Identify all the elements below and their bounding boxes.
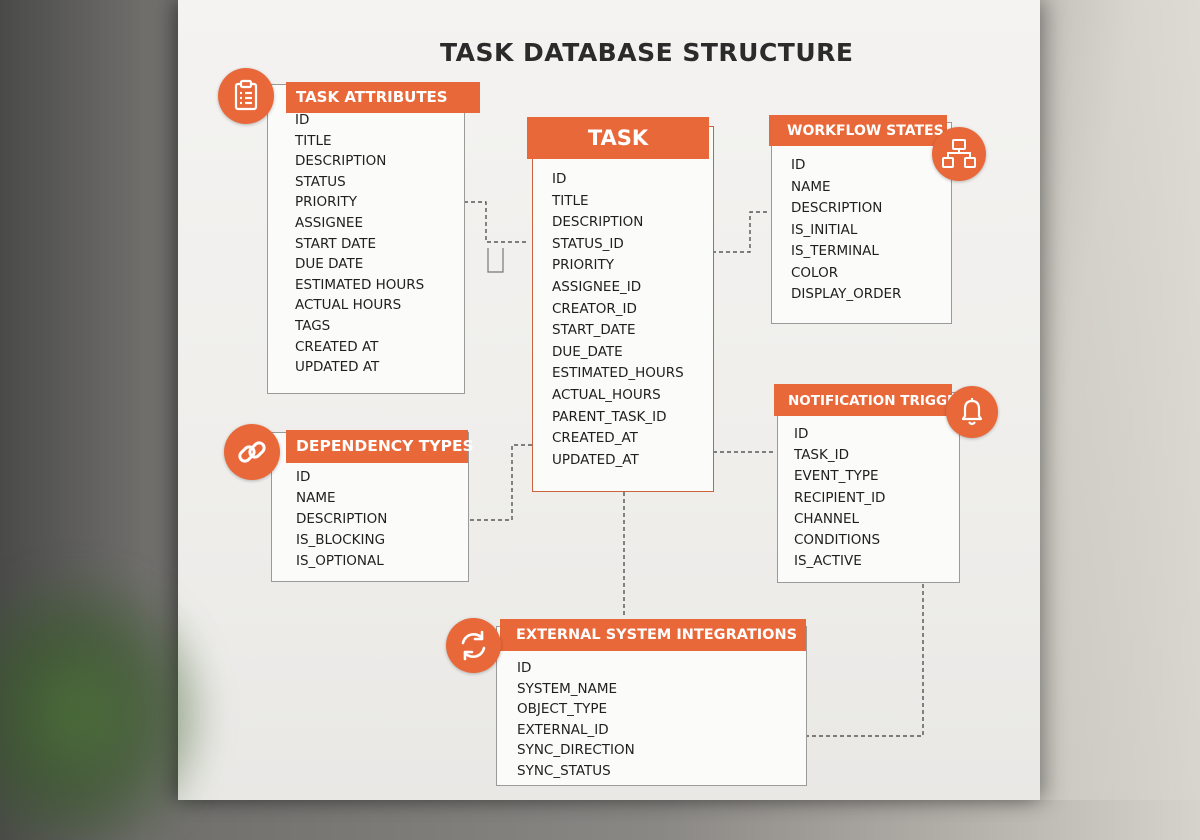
entity-header: NOTIFICATION TRIGGERS <box>774 384 976 416</box>
field: DISPLAY_ORDER <box>791 286 902 302</box>
field: DUE_DATE <box>552 343 623 360</box>
field: IS_TERMINAL <box>791 243 879 259</box>
entity-title: NOTIFICATION TRIGGERS <box>788 393 977 409</box>
field: ASSIGNEE_ID <box>552 278 642 295</box>
field: COLOR <box>791 264 839 281</box>
entity-header: DEPENDENCY TYPES <box>286 430 474 463</box>
field: START_DATE <box>552 322 636 339</box>
field: DESCRIPTION <box>296 511 388 527</box>
field-list: ID TASK_ID EVENT_TYPE RECIPIENT_ID CHANN… <box>794 426 886 576</box>
field: PARENT_TASK_ID <box>552 408 667 425</box>
connector-task-workflow <box>712 211 770 253</box>
entity-title: DEPENDENCY TYPES <box>296 437 474 455</box>
field: CONDITIONS <box>794 531 881 548</box>
field: EXTERNAL_ID <box>517 721 609 738</box>
field: SYNC_STATUS <box>517 762 611 779</box>
field: TITLE <box>552 192 589 209</box>
field: DESCRIPTION <box>295 153 387 170</box>
entity-header: WORKFLOW STATES <box>769 115 947 146</box>
field: IS_ACTIVE <box>794 553 862 570</box>
entity-dependency-types: DEPENDENCY TYPES ID NAME DESCRIPTION IS_… <box>271 430 474 582</box>
field: ASSIGNEE <box>295 214 363 231</box>
field: SYSTEM_NAME <box>517 680 618 697</box>
field: ID <box>296 469 311 485</box>
field: DESCRIPTION <box>791 200 883 216</box>
plant-foliage <box>0 560 220 840</box>
field-list: ID TITLE DESCRIPTION STATUS PRIORITY ASS… <box>295 112 425 382</box>
field: ID <box>794 426 809 442</box>
field: TASK_ID <box>794 447 849 464</box>
field: STATUS <box>295 173 346 190</box>
field: ID <box>791 157 806 173</box>
field: PRIORITY <box>295 194 357 211</box>
field: STATUS_ID <box>552 235 624 252</box>
field: OBJECT_TYPE <box>517 701 607 718</box>
entity-title: TASK <box>587 126 649 150</box>
field: ESTIMATED HOURS <box>295 276 425 293</box>
entity-header: EXTERNAL SYSTEM INTEGRATIONS <box>500 619 806 651</box>
entity-title: TASK ATTRIBUTES <box>296 88 448 106</box>
field-list: ID NAME DESCRIPTION IS_INITIAL IS_TERMIN… <box>791 157 902 310</box>
field: ESTIMATED_HOURS <box>552 365 684 382</box>
entity-title: WORKFLOW STATES <box>787 123 944 139</box>
field: RECIPIENT_ID <box>794 489 886 506</box>
field-list: ID SYSTEM_NAME OBJECT_TYPE EXTERNAL_ID S… <box>517 660 635 786</box>
workflow-hierarchy-icon <box>932 127 986 181</box>
connector-lines <box>464 201 924 737</box>
diagram-title: TASK DATABASE STRUCTURE <box>440 38 854 67</box>
field: CREATED_AT <box>552 430 638 447</box>
field: CREATOR_ID <box>552 300 637 317</box>
field: IS_INITIAL <box>791 221 858 238</box>
clipboard-icon <box>218 68 274 124</box>
entity-external-system-integrations: EXTERNAL SYSTEM INTEGRATIONS ID SYSTEM_N… <box>496 619 807 786</box>
field: IS_OPTIONAL <box>296 553 384 569</box>
field: NAME <box>791 178 831 195</box>
entity-header: TASK <box>527 117 709 159</box>
field: NAME <box>296 490 336 506</box>
connector-bracket <box>487 248 504 273</box>
field: ID <box>552 171 567 187</box>
chain-link-icon <box>224 424 280 480</box>
field: TAGS <box>295 317 331 334</box>
field: ACTUAL_HOURS <box>552 386 661 403</box>
entity-title: EXTERNAL SYSTEM INTEGRATIONS <box>516 627 798 643</box>
field: CREATED AT <box>295 338 379 355</box>
connector-notification-external <box>807 584 924 737</box>
field: ID <box>517 660 532 676</box>
connector-dependency-task <box>470 444 532 521</box>
field: ID <box>295 112 310 128</box>
field: UPDATED AT <box>295 359 380 376</box>
entity-task: TASK ID TITLE DESCRIPTION STATUS_ID PRIO… <box>527 117 714 492</box>
bell-icon <box>946 386 998 438</box>
field-list: ID NAME DESCRIPTION IS_BLOCKING IS_OPTIO… <box>296 469 388 576</box>
field: START DATE <box>295 235 377 252</box>
field: IS_BLOCKING <box>296 532 386 548</box>
field: EVENT_TYPE <box>794 468 879 485</box>
field-list: ID TITLE DESCRIPTION STATUS_ID PRIORITY … <box>552 171 684 475</box>
field: CHANNEL <box>794 510 860 527</box>
entity-notification-triggers: NOTIFICATION TRIGGERS ID TASK_ID EVENT_T… <box>774 384 976 583</box>
field: ACTUAL HOURS <box>295 297 402 314</box>
sync-arrows-icon <box>446 618 501 673</box>
connector-attributes-task <box>464 201 527 243</box>
field: UPDATED_AT <box>552 451 639 468</box>
field: TITLE <box>295 132 332 149</box>
field: DESCRIPTION <box>552 214 644 231</box>
field: DUE DATE <box>295 256 364 273</box>
field: PRIORITY <box>552 257 614 274</box>
entity-workflow-states: WORKFLOW STATES ID NAME DESCRIPTION IS_I… <box>769 115 952 324</box>
entity-task-attributes: TASK ATTRIBUTES ID TITLE DESCRIPTION STA… <box>267 82 480 394</box>
entity-header: TASK ATTRIBUTES <box>286 82 480 113</box>
field: SYNC_DIRECTION <box>517 742 635 759</box>
